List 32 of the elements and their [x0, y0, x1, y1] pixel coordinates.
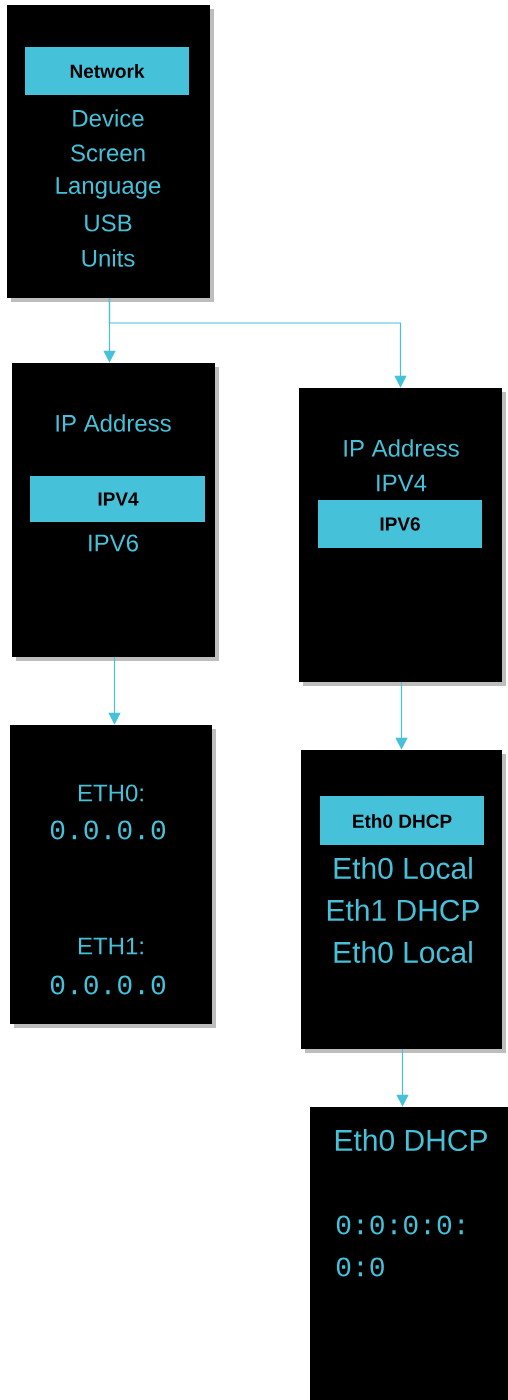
highlight-bar: IPV6: [318, 500, 482, 548]
menu-item: IPV4: [377, 474, 427, 492]
menu-item: USB: [85, 214, 132, 232]
menu-item: 0.0.0.0: [50, 975, 166, 995]
menu-item: IP Address: [56, 414, 171, 432]
arrow: [395, 681, 408, 750]
screen-panel: [310, 1107, 508, 1400]
arrow: [108, 656, 121, 725]
screen-panel: [7, 5, 214, 302]
menu-item: ETH0:: [78, 784, 143, 802]
menu-item: ETH1:: [78, 937, 143, 955]
menu-item: Eth0 Local: [334, 857, 472, 880]
menu-item: Eth1 DHCP: [327, 899, 479, 922]
menu-item: Units: [82, 249, 135, 267]
screen-panel: [12, 363, 219, 661]
menu-item: Eth0 DHCP: [335, 1129, 487, 1151]
menu-item: IP Address: [344, 439, 459, 457]
highlight-bar: Eth0 DHCP: [320, 796, 484, 845]
menu-item: IPV6: [89, 534, 138, 552]
arrow: [396, 1048, 409, 1107]
menu-item: Screen: [71, 144, 145, 162]
menu-item: Language: [56, 177, 161, 199]
highlight-bar: IPV4: [30, 476, 205, 522]
arrow: [108, 297, 407, 388]
menu-item: Eth0 Local: [334, 941, 472, 964]
screen-panel: [301, 750, 506, 1053]
screen-panel: [299, 388, 506, 686]
menu-item: 0.0.0.0: [50, 820, 166, 840]
highlight-bar: Network: [25, 47, 189, 95]
menu-item: Device: [73, 109, 144, 127]
screen-panel: [10, 725, 216, 1028]
menu-item: 0:0:0:0: 0:0: [336, 1215, 463, 1277]
